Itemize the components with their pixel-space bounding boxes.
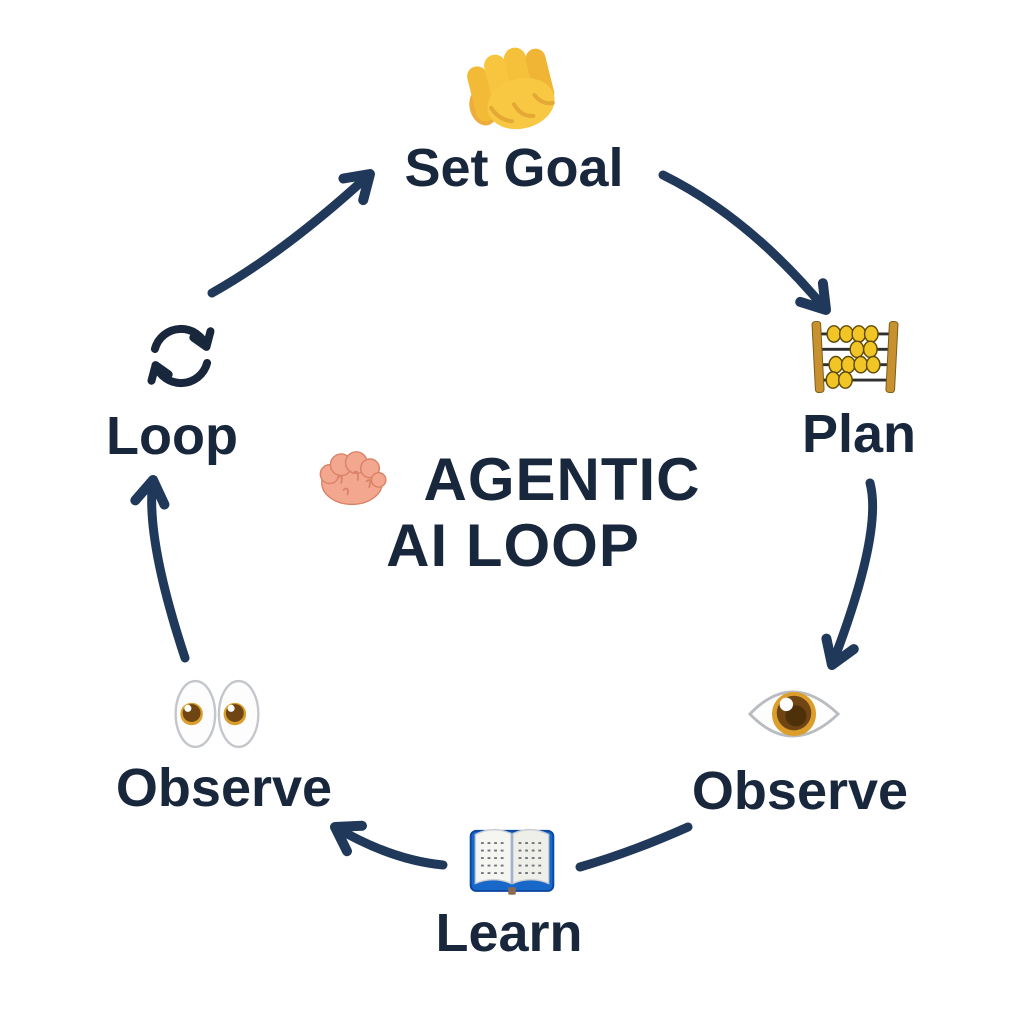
abacus-icon	[811, 320, 899, 394]
arrow-plan-to-observe-right	[821, 478, 878, 670]
oncoming-fist-icon	[467, 47, 555, 130]
diagram-title-line1: AGENTIC	[423, 446, 701, 513]
arrow-set-goal-to-plan	[658, 170, 831, 315]
diagram-title-line2: AI LOOP	[386, 512, 640, 579]
eye-icon	[747, 690, 841, 738]
eyes-icon	[174, 679, 260, 749]
open-book-icon	[469, 828, 555, 895]
brain-icon	[319, 451, 387, 506]
node-label-learn: Learn	[435, 903, 583, 963]
clockwise-arrows-icon	[147, 324, 215, 388]
node-label-set-goal: Set Goal	[404, 138, 624, 198]
node-label-observe-left: Observe	[115, 758, 333, 818]
arrow-observe-left-to-loop	[130, 475, 190, 663]
arrow-loop-to-set-goal	[207, 169, 375, 298]
node-label-observe-right: Observe	[691, 761, 909, 821]
node-label-loop: Loop	[106, 406, 238, 466]
arrow-learn-to-observe-left	[330, 820, 448, 870]
node-label-plan: Plan	[801, 404, 917, 464]
connector-observe-right-to-learn	[575, 822, 693, 872]
